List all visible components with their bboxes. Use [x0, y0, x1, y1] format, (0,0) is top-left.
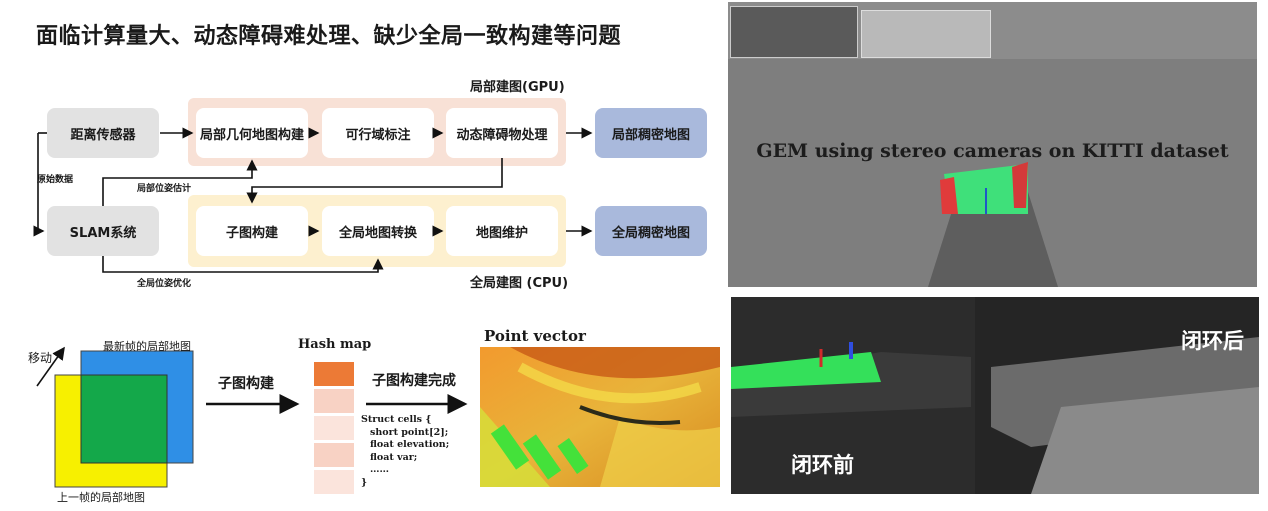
- previous-frame-label: 上一帧的局部地图: [57, 491, 145, 504]
- loop-closure-panel: 闭环前 闭环后: [731, 297, 1259, 494]
- raw-data-label: 原始数据: [37, 175, 74, 185]
- local-pose-estimate-label: 局部位姿估计: [137, 184, 192, 194]
- overlap-square: [80, 374, 168, 464]
- hash-map-title: Hash map: [298, 337, 372, 352]
- map-maintenance-box: 地图维护: [446, 206, 558, 256]
- range-sensor-box: 距离传感器: [47, 108, 159, 158]
- struct-line: float var;: [370, 451, 418, 463]
- struct-line: short point[2];: [370, 426, 449, 438]
- submap-build-label: 子图构建: [218, 376, 274, 392]
- latest-frame-label: 最新帧的局部地图: [103, 340, 191, 353]
- point-vector-title: Point vector: [484, 327, 586, 345]
- cpu-band-label: 全局建图 (CPU): [470, 276, 569, 291]
- kitti-caption: GEM using stereo cameras on KITTI datase…: [756, 140, 1229, 162]
- submap-build-done-label: 子图构建完成: [372, 373, 456, 389]
- camera-thumb-depth: [861, 10, 991, 58]
- loop-closure-render: [731, 297, 1259, 494]
- camera-thumb-rgb: [730, 6, 858, 58]
- submap-graphics: [36, 346, 468, 494]
- loop-after-label: 闭环后: [1181, 329, 1244, 353]
- kitti-panel: GEM using stereo cameras on KITTI datase…: [728, 2, 1257, 287]
- struct-line: float elevation;: [370, 439, 450, 450]
- traversability-label-box: 可行域标注: [322, 108, 434, 158]
- struct-line: ……: [370, 464, 389, 475]
- submap-build-box: 子图构建: [196, 206, 308, 256]
- global-map-transform-box: 全局地图转换: [322, 206, 434, 256]
- slam-system-box: SLAM系统: [47, 206, 159, 256]
- pipeline-arrows: [33, 127, 593, 273]
- local-dense-map-box: 局部稠密地图: [595, 108, 707, 158]
- page-title: 面临计算量大、动态障碍难处理、缺少全局一致构建等问题: [36, 24, 622, 49]
- point-vector-image: [480, 347, 720, 487]
- kitti-pointcloud: [928, 162, 1058, 287]
- local-geometry-map-box: 局部几何地图构建: [196, 108, 308, 158]
- gpu-band-label: 局部建图(GPU): [470, 80, 565, 95]
- point-vector-render: [480, 347, 720, 487]
- global-pose-optimization-label: 全局位姿优化: [137, 279, 192, 289]
- global-dense-map-box: 全局稠密地图: [595, 206, 707, 256]
- struct-code: Struct cells { short point[2]; float ele…: [361, 414, 449, 489]
- loop-before-label: 闭环前: [791, 453, 854, 477]
- move-label: 移动: [28, 351, 53, 365]
- dynamic-obstacle-box: 动态障碍物处理: [446, 108, 558, 158]
- struct-line: Struct cells {: [361, 414, 432, 425]
- struct-line: }: [361, 476, 368, 488]
